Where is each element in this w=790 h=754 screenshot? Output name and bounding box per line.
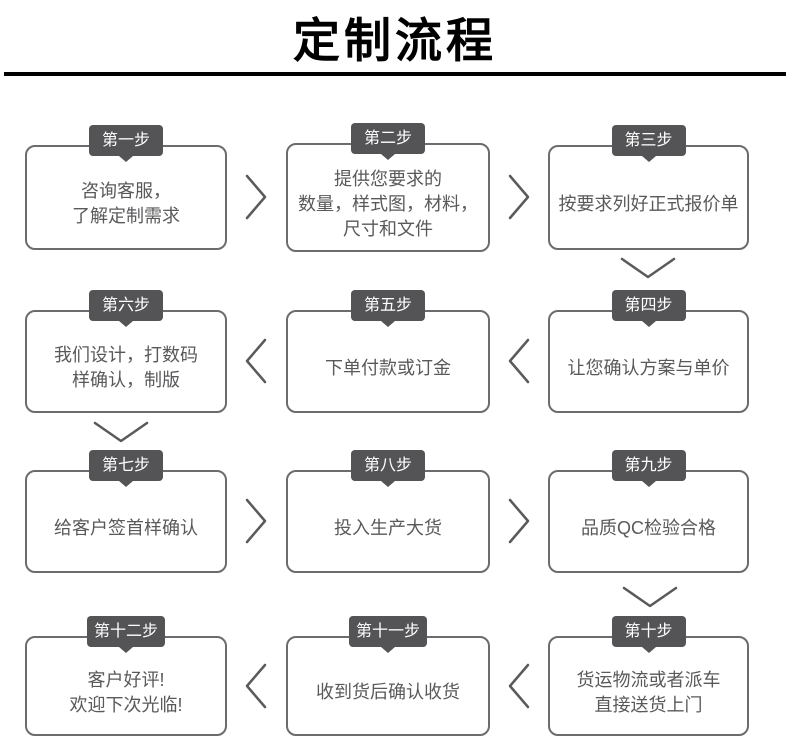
step-badge: 第九步 bbox=[611, 450, 686, 481]
step-10: 第十步 货运物流或者派车 直接送货上门 bbox=[548, 616, 749, 736]
step-2: 第二步 提供您要求的 数量，样式图，材料， 尺寸和文件 bbox=[286, 123, 490, 252]
arrow-left-icon bbox=[508, 338, 530, 384]
arrow-right-icon bbox=[508, 498, 530, 544]
step-text: 咨询客服， 了解定制需求 bbox=[72, 181, 180, 226]
step-11: 第十一步 收到货后确认收货 bbox=[286, 616, 490, 736]
step-badge: 第一步 bbox=[89, 125, 163, 156]
step-7: 第七步 给客户签首样确认 bbox=[25, 450, 227, 573]
arrow-left-icon bbox=[245, 338, 267, 384]
arrow-left-icon bbox=[245, 663, 267, 709]
step-8: 第八步 投入生产大货 bbox=[286, 450, 490, 573]
arrow-down-icon bbox=[620, 257, 676, 279]
step-badge: 第六步 bbox=[89, 290, 163, 321]
step-badge: 第十二步 bbox=[86, 616, 166, 647]
step-box bbox=[286, 470, 490, 573]
step-12: 第十二步 客户好评! 欢迎下次光临! bbox=[25, 616, 227, 736]
step-6: 第六步 我们设计，打数码 样确认，制版 bbox=[25, 290, 227, 413]
step-text: 提供您要求的 数量，样式图，材料， 尺寸和文件 bbox=[298, 168, 478, 239]
step-3: 第三步 按要求列好正式报价单 bbox=[548, 125, 749, 250]
step-box bbox=[548, 470, 749, 573]
step-badge: 第四步 bbox=[611, 290, 686, 321]
step-text: 客户好评! 欢迎下次光临! bbox=[69, 669, 183, 715]
step-badge: 第十步 bbox=[611, 616, 686, 647]
step-text: 品质QC检验合格 bbox=[581, 517, 716, 538]
step-text: 下单付款或订金 bbox=[325, 357, 451, 378]
step-box bbox=[286, 143, 490, 252]
step-text: 投入生产大货 bbox=[334, 517, 442, 538]
step-1: 第一步 咨询客服， 了解定制需求 bbox=[25, 125, 227, 250]
arrow-left-icon bbox=[508, 663, 530, 709]
page-title: 定制流程 bbox=[293, 14, 497, 67]
arrow-down-icon bbox=[93, 421, 149, 443]
step-text: 收到货后确认收货 bbox=[316, 682, 460, 702]
arrow-right-icon bbox=[245, 498, 267, 544]
step-text: 我们设计，打数码 样确认，制版 bbox=[54, 345, 198, 390]
step-text: 让您确认方案与单价 bbox=[567, 357, 730, 378]
step-badge: 第三步 bbox=[611, 125, 686, 156]
step-badge: 第二步 bbox=[351, 123, 425, 154]
step-5: 第五步 下单付款或订金 bbox=[286, 290, 490, 413]
step-4: 第四步 让您确认方案与单价 bbox=[548, 290, 749, 413]
title-divider bbox=[4, 72, 786, 76]
arrow-down-icon bbox=[622, 586, 678, 608]
step-box bbox=[286, 310, 490, 413]
step-text: 给客户签首样确认 bbox=[54, 517, 198, 538]
arrow-right-icon bbox=[245, 174, 267, 220]
step-badge: 第八步 bbox=[351, 450, 425, 481]
step-badge: 第五步 bbox=[351, 290, 425, 321]
step-badge: 第七步 bbox=[89, 450, 163, 481]
step-box bbox=[548, 310, 749, 413]
step-text: 货运物流或者派车 直接送货上门 bbox=[576, 669, 721, 715]
arrow-right-icon bbox=[508, 174, 530, 220]
step-text: 按要求列好正式报价单 bbox=[558, 193, 739, 214]
step-badge: 第十一步 bbox=[348, 616, 428, 647]
step-9: 第九步 品质QC检验合格 bbox=[548, 450, 749, 573]
step-box bbox=[25, 470, 227, 573]
